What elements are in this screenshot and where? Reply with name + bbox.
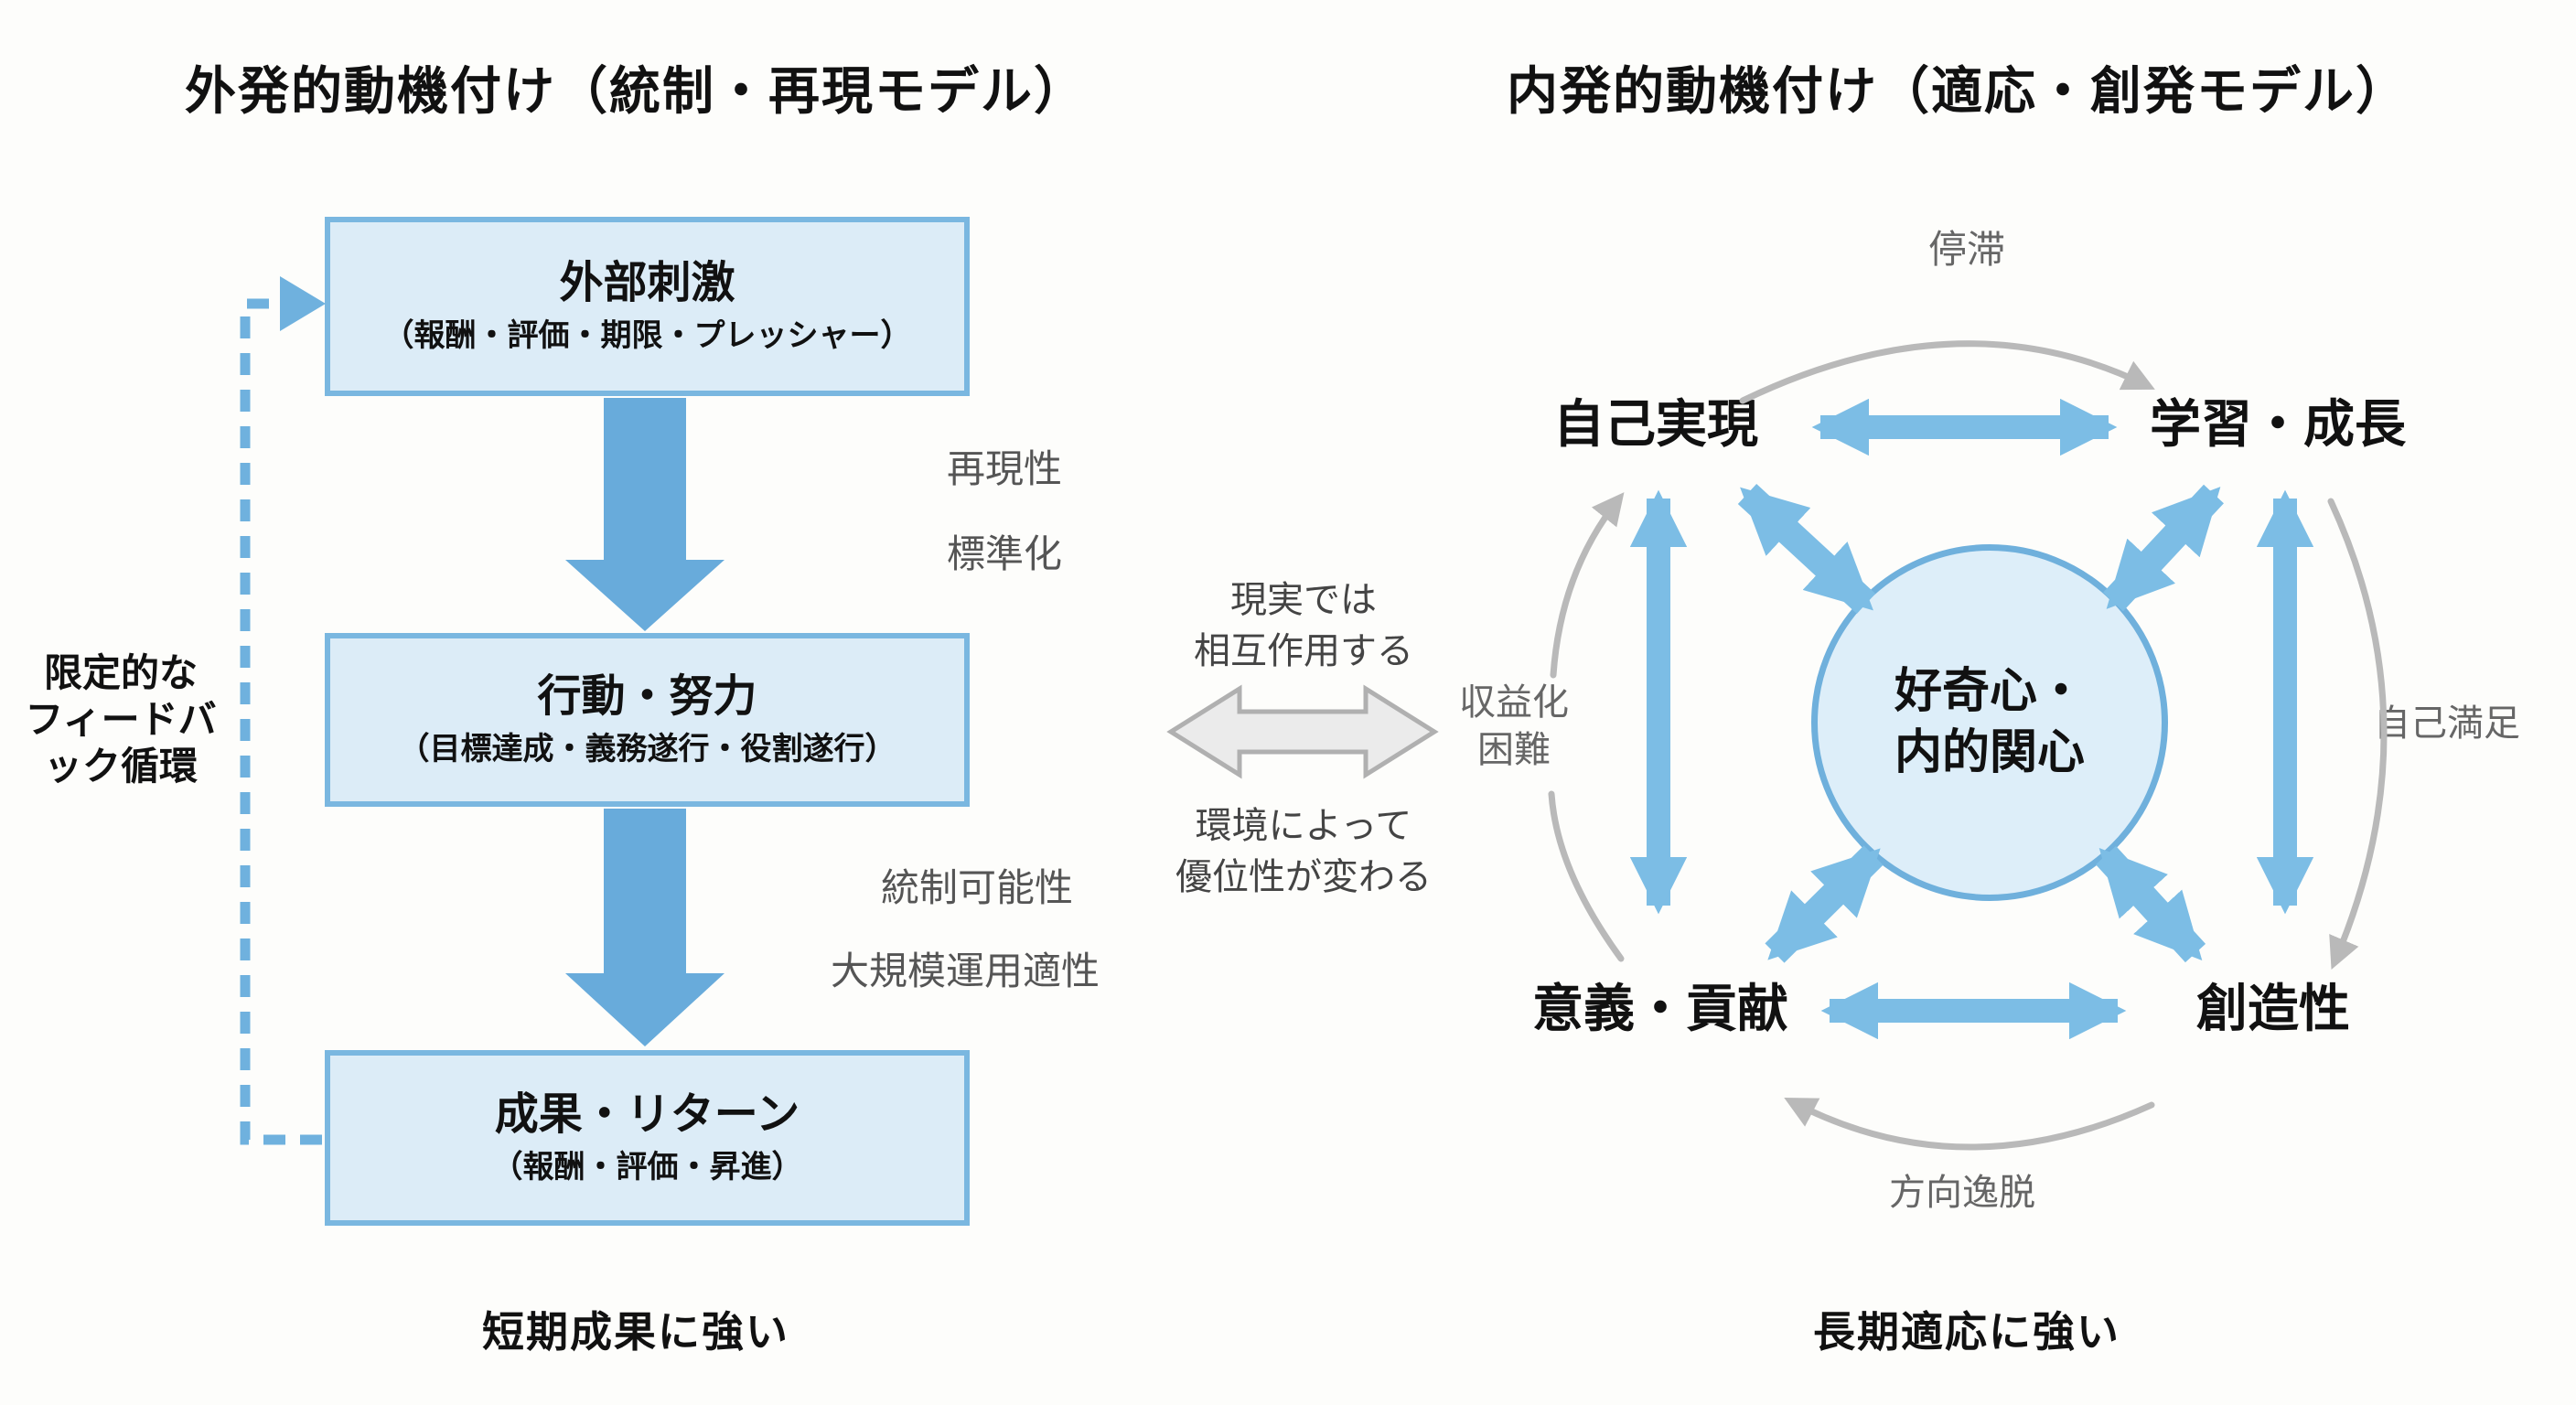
link-diagonal-top-right [2103,484,2224,612]
flow-box-subtitle: （報酬・評価・期限・プレッシャー） [382,318,912,353]
feedback-line-3: ック循環 [43,745,198,788]
feedback-arrowhead-icon [280,276,326,331]
cycle-arc-left-lower [1548,790,1625,962]
left-panel-title: 外発的動機付け（統制・再現モデル） [185,62,1087,120]
node-meaning-contribution: 意義・貢献 [1532,980,1788,1037]
arrow2-label-scalability: 大規模運用適性 [831,949,1100,992]
link-diagonal-top-left [1737,483,1876,615]
flow-box-subtitle: （報酬・評価・昇進） [491,1150,803,1185]
flow-box-title: 行動・努力 [537,672,757,721]
cycle-arc-left-upper [1550,492,1625,679]
node-self-actualization: 自己実現 [1553,395,1758,453]
core-circle-line-1: 好奇心・ [1894,664,2085,718]
feedback-line-1: 限定的な [43,651,198,694]
center-note-bottom-line-1: 環境によって [1195,806,1412,846]
flow-box-subtitle: （目標達成・義務遂行・役割遂行） [398,732,896,767]
monetization-line-1: 収益化 [1459,682,1569,723]
core-circle-line-2: 内的関心 [1894,726,2085,779]
arrow1-label-standardization: 標準化 [947,532,1063,575]
right-caption: 長期適応に強い [1813,1308,2120,1356]
cycle-label-direction-deviation: 方向逸脱 [1889,1173,2035,1213]
arrow1-label-reproducibility: 再現性 [947,447,1063,490]
node-learning-growth: 学習・成長 [2150,395,2406,453]
flow-box-external-stimulus: 外部刺激 （報酬・評価・期限・プレッシャー） [325,217,970,396]
monetization-line-2: 困難 [1477,730,1551,770]
left-caption: 短期成果に強い [482,1308,789,1356]
link-diagonal-bottom-left [1765,845,1884,963]
cycle-label-stagnation: 停滞 [1927,228,2005,271]
center-note-bottom-line-2: 優位性が変わる [1175,857,1432,897]
interaction-double-arrow [1166,684,1439,779]
flow-box-title: 外部刺激 [559,259,735,307]
link-diagonal-bottom-right [2095,845,2206,963]
flow-down-arrow-2 [565,809,724,1046]
curiosity-core-circle: 好奇心・ 内的関心 [1811,544,2168,901]
flow-box-title: 成果・リターン [494,1090,800,1139]
node-creativity: 創造性 [2196,980,2350,1037]
feedback-dashed-line [240,298,322,1145]
flow-box-action-effort: 行動・努力 （目標達成・義務遂行・役割遂行） [325,633,970,807]
flow-box-result-return: 成果・リターン （報酬・評価・昇進） [325,1050,970,1226]
center-note-top: 現実では 相互作用する [1157,574,1450,677]
center-note-top-line-1: 現実では [1230,580,1377,620]
cycle-arc-bottom [1784,1097,2155,1151]
feedback-line-2: フィードバ [25,698,217,742]
cycle-label-monetization-difficulty: 収益化 困難 [1441,679,1587,774]
cycle-arc-top [1739,340,2155,404]
cycle-label-self-satisfaction: 自己満足 [2374,703,2520,744]
center-note-top-line-2: 相互作用する [1194,631,1413,671]
center-note-bottom: 環境によって 優位性が変わる [1157,800,1450,903]
right-panel-title: 内発的動機付け（適応・創発モデル） [1507,62,2409,120]
arrow2-label-controllability: 統制可能性 [881,866,1074,909]
flow-down-arrow-1 [565,398,724,631]
limited-feedback-label: 限定的な フィードバ ック循環 [20,649,221,790]
